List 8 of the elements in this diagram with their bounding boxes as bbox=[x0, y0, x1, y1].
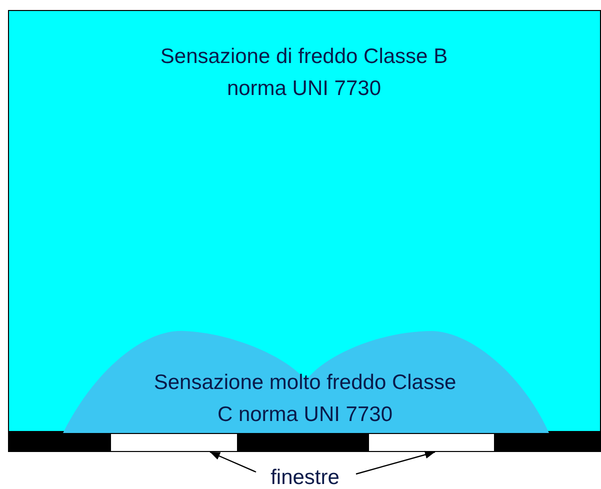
window bbox=[110, 433, 238, 452]
arrow bbox=[210, 451, 256, 473]
callout-label: finestre bbox=[270, 465, 340, 489]
window bbox=[368, 433, 495, 452]
zone-label: Sensazione di freddo Classe B norma UNI 7730 bbox=[159, 44, 449, 102]
arrow bbox=[356, 450, 436, 475]
zone-label: Sensazione molto freddo Classe C norma UNI 7730 bbox=[152, 370, 458, 428]
room-area bbox=[8, 10, 601, 432]
